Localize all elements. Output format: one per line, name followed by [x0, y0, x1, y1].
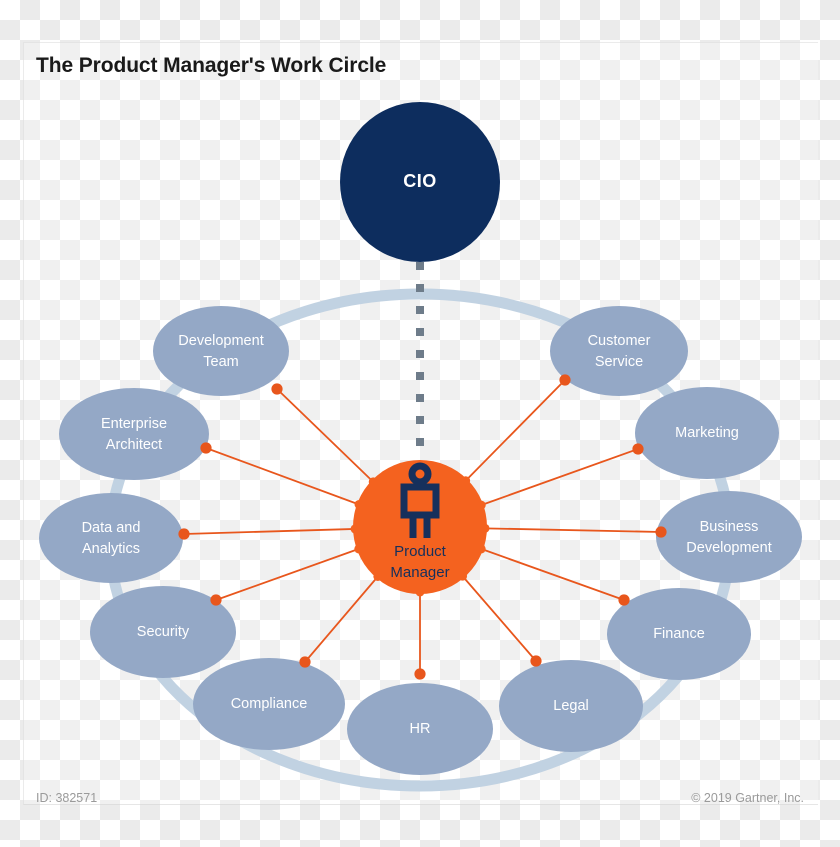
spoke-line-node-customer-service: [465, 379, 566, 482]
node-compliance[interactable]: Compliance: [193, 658, 345, 750]
spoke-line-node-business-development: [484, 527, 662, 533]
node-customer-service-shape: [550, 306, 688, 396]
node-customer-service-label-line1: Customer: [588, 333, 651, 349]
node-finance[interactable]: Finance: [607, 588, 751, 680]
node-compliance-shape: [193, 658, 345, 750]
spoke-dot-node-legal[interactable]: [530, 655, 542, 667]
node-development-team-label-line1: Development: [178, 333, 263, 349]
spoke-dot-node-hr[interactable]: [414, 668, 426, 680]
node-marketing-label: Marketing: [675, 425, 739, 441]
person-icon: [400, 462, 440, 538]
node-hr-shape: [347, 683, 493, 775]
hub-circle: [353, 460, 487, 594]
spoke-line-node-finance: [480, 548, 625, 601]
node-enterprise-architect-label-line1: Enterprise: [101, 416, 167, 432]
node-customer-service-label-line2: Service: [595, 354, 643, 370]
node-data-and-analytics-shape: [39, 493, 183, 583]
node-security-shape: [90, 586, 236, 678]
node-marketing-shape: [635, 387, 779, 479]
hub-label-line1: Product: [394, 543, 447, 560]
spokes: [178, 374, 667, 680]
node-development-team-shape: [153, 306, 289, 396]
node-data-and-analytics-label-line2: Analytics: [82, 541, 140, 557]
spoke-line-node-compliance: [304, 575, 379, 663]
node-business-development-label-line2: Development: [686, 540, 771, 556]
footer-id: ID: 382571: [36, 791, 98, 805]
cio-circle: [340, 102, 500, 262]
node-hr[interactable]: HR: [347, 683, 493, 775]
spoke-line-node-development-team: [276, 388, 374, 483]
hub-label-line2: Manager: [390, 564, 449, 581]
node-legal[interactable]: Legal: [499, 660, 643, 752]
node-marketing[interactable]: Marketing: [635, 387, 779, 479]
spoke-line-node-data-and-analytics: [183, 528, 356, 535]
spoke-dot-node-customer-service[interactable]: [559, 374, 571, 386]
spoke-dot-node-data-and-analytics[interactable]: [178, 528, 190, 540]
outer-nodes: DevelopmentTeamCustomerServiceEnterprise…: [39, 306, 802, 775]
spoke-line-node-marketing: [480, 448, 639, 506]
spoke-line-node-legal: [461, 575, 537, 662]
node-compliance-label: Compliance: [231, 696, 308, 712]
node-enterprise-architect-shape: [59, 388, 209, 480]
spoke-line-node-security: [215, 548, 360, 601]
page-title: The Product Manager's Work Circle: [36, 54, 387, 77]
node-security[interactable]: Security: [90, 586, 236, 678]
footer-copyright: © 2019 Gartner, Inc.: [691, 791, 804, 805]
cio-label: CIO: [403, 171, 437, 191]
spoke-dot-node-compliance[interactable]: [299, 656, 311, 668]
cio-node[interactable]: CIO: [340, 102, 500, 262]
node-enterprise-architect-label-line2: Architect: [106, 437, 162, 453]
spoke-dot-node-business-development[interactable]: [655, 526, 667, 538]
spoke-dot-node-finance[interactable]: [618, 594, 630, 606]
node-legal-shape: [499, 660, 643, 752]
node-business-development-shape: [656, 491, 802, 583]
node-development-team-label-line2: Team: [203, 354, 238, 370]
node-data-and-analytics-label-line1: Data and: [82, 520, 141, 536]
spoke-dot-node-development-team[interactable]: [271, 383, 283, 395]
node-legal-label: Legal: [553, 698, 588, 714]
node-finance-shape: [607, 588, 751, 680]
spoke-dot-node-security[interactable]: [210, 594, 222, 606]
node-business-development-label-line1: Business: [700, 519, 759, 535]
spoke-line-node-enterprise-architect: [205, 447, 360, 506]
node-hr-label: HR: [410, 721, 431, 737]
spoke-dot-node-marketing[interactable]: [632, 443, 644, 455]
spoke-dot-node-enterprise-architect[interactable]: [200, 442, 212, 454]
node-security-label: Security: [137, 624, 190, 640]
node-finance-label: Finance: [653, 626, 705, 642]
